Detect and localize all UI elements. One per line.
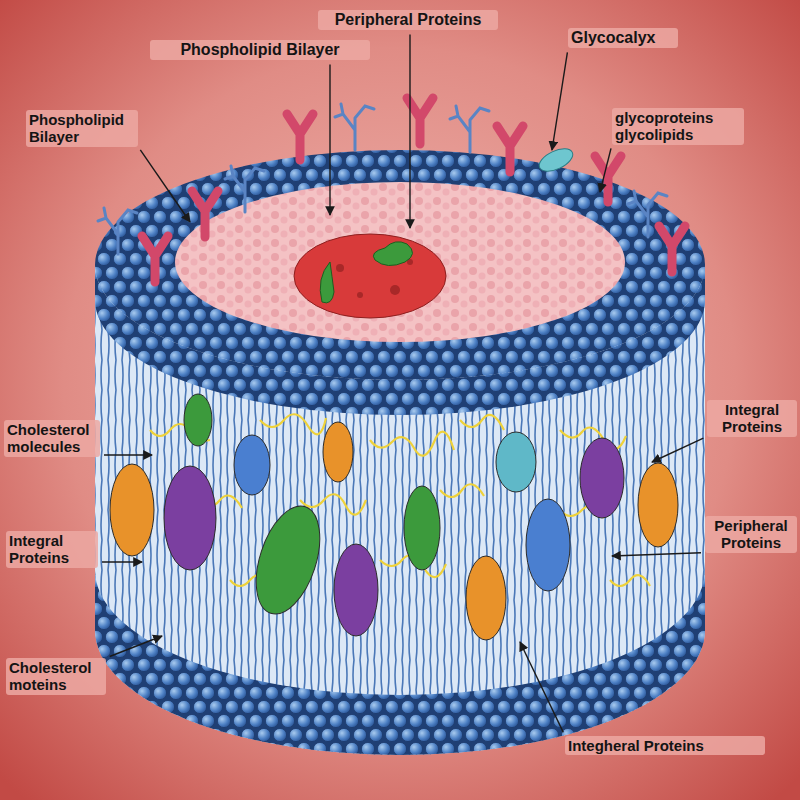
part-label: Cholesterol moteins: [6, 658, 106, 695]
part-label: glycoproteins glycolipids: [612, 108, 744, 145]
part-label: Integral Proteins: [6, 531, 98, 568]
glycolipid: [335, 104, 374, 150]
glycolipid: [98, 208, 137, 254]
leader-line: [110, 636, 162, 657]
integral-proteins: [110, 394, 678, 640]
leader-line: [140, 150, 190, 222]
part-label: Cholesterol molecules: [4, 420, 100, 457]
leader-line: [552, 52, 567, 150]
leader-line: [102, 561, 142, 562]
part-label: Phospholipid Bilayer: [150, 40, 370, 60]
glycolipid: [225, 166, 264, 212]
glycoprotein: [659, 226, 685, 272]
leader-line: [104, 454, 152, 455]
part-label: Peripheral Proteins: [318, 10, 498, 30]
glycolipid: [450, 106, 489, 152]
leader-line: [612, 553, 701, 556]
glycocalyx: [98, 98, 685, 282]
peripheral-protein: [320, 242, 412, 303]
inner-surface: [175, 182, 625, 342]
cholesterol-squiggles: [150, 414, 650, 586]
glycoprotein: [142, 236, 168, 282]
peripheral-protein-blob: [294, 234, 446, 318]
leader-line: [520, 642, 563, 732]
glycoprotein: [192, 191, 218, 237]
leader-line: [409, 34, 410, 228]
glycoprotein: [287, 114, 313, 160]
part-label: Integheral Proteins: [565, 736, 765, 755]
lower-leaflet: [95, 570, 705, 755]
glycoprotein: [407, 98, 433, 144]
part-label: Glycocalyx: [568, 28, 678, 48]
upper-leaflet: [95, 150, 705, 380]
glycoprotein: [536, 144, 576, 176]
part-label: Peripheral Proteins: [705, 516, 797, 553]
leader-line: [600, 148, 611, 192]
glycoprotein: [497, 126, 523, 172]
leader-line: [652, 438, 703, 462]
part-label: Integral Proteins: [707, 400, 797, 437]
part-label: Phospholipid Bilayer: [26, 110, 138, 147]
leader-line: [329, 64, 330, 215]
blob-spots: [322, 259, 413, 298]
